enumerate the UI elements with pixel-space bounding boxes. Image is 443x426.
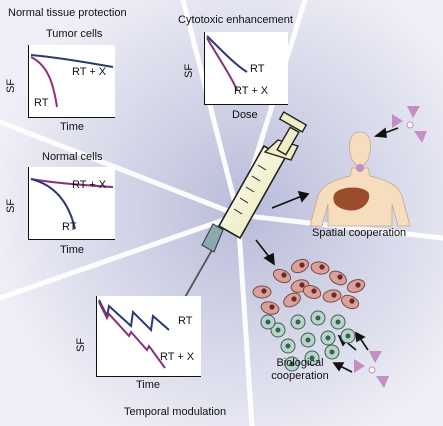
normal-cell-nucleus [305,337,311,343]
temporal-x-label: Time [136,379,161,391]
temporal-y-label: SF [75,337,87,352]
cytotoxic-plot [204,32,288,105]
cytotoxic-label-lower: RT + X [234,85,269,97]
cytotoxic-curve-rt-x [206,37,238,91]
radiation-symbol-top-icon [392,106,427,143]
section-title-biological-line1: Biological [276,357,324,369]
normal-plot [28,167,115,240]
normal-y-label: SF [5,198,17,213]
normal-cell-nucleus [275,327,281,333]
tumor-cell-nucleus [269,304,275,310]
tumor-cell-nucleus [311,288,317,294]
normal-label-upper: RT + X [72,179,107,191]
tumor-curve-rt [30,56,58,108]
tumor-cell-nucleus [337,274,343,280]
human-body-icon [309,131,411,227]
tumor-cell-nucleus [261,288,267,294]
tumor-cell-nucleus [299,282,305,288]
tumor-cell-nucleus [355,282,361,288]
normal-cell-nucleus [345,333,351,339]
normal-cell-nucleus [329,349,335,355]
normal-cell-nucleus [295,319,301,325]
normal-cell-nucleus [265,319,271,325]
tumor-label-upper: RT + X [72,66,107,78]
normal-cell-nucleus [315,315,321,321]
cytotoxic-curve-rt [206,35,248,73]
tumor-x-label: Time [60,121,85,133]
tumor-plot-title: Tumor cells [46,28,103,40]
liver-organ-icon [333,187,370,211]
cytotoxic-label-upper: RT [250,63,265,75]
temporal-plot [96,296,201,377]
temporal-curve-rt-x [98,301,166,369]
normal-plot-title: Normal cells [42,151,103,163]
normal-cell-nucleus [309,355,315,361]
temporal-label-lower: RT + X [160,351,195,363]
normal-cell-nucleus [289,361,295,367]
tumor-plot [28,45,115,118]
tumor-cell-nucleus [299,262,305,268]
section-title-normal-tissue-protection: Normal tissue protection [8,7,127,19]
normal-cell-nucleus [325,335,331,341]
tumor-cell-nucleus [349,298,355,304]
tumor-cell-nucleus [291,296,297,302]
tumor-y-label: SF [5,78,17,93]
tumor-spot [356,164,364,172]
section-title-cytotoxic-enhancement: Cytotoxic enhancement [178,14,293,26]
section-title-temporal-modulation: Temporal modulation [124,406,227,418]
section-title-biological-line2: cooperation [271,370,329,382]
radiation-symbol-bottom-icon [354,351,389,388]
tumor-label-lower: RT [34,97,49,109]
normal-cell-nucleus [285,343,291,349]
tumor-cell-nucleus [281,272,287,278]
temporal-curve-rt [98,299,170,333]
temporal-label-upper: RT [178,315,193,327]
normal-x-label: Time [60,244,85,256]
normal-label-lower: RT [62,221,77,233]
section-title-spatial-cooperation: Spatial cooperation [312,227,407,239]
normal-cell-nucleus [335,319,341,325]
tumor-curve-rt-x [30,54,114,68]
cytotoxic-y-label: SF [183,63,195,78]
cytotoxic-x-label: Dose [232,109,258,121]
cell-cluster [252,258,366,372]
tumor-cell-nucleus [319,264,325,270]
normal-curve-rt [30,178,76,230]
tumor-cell-nucleus [331,292,337,298]
